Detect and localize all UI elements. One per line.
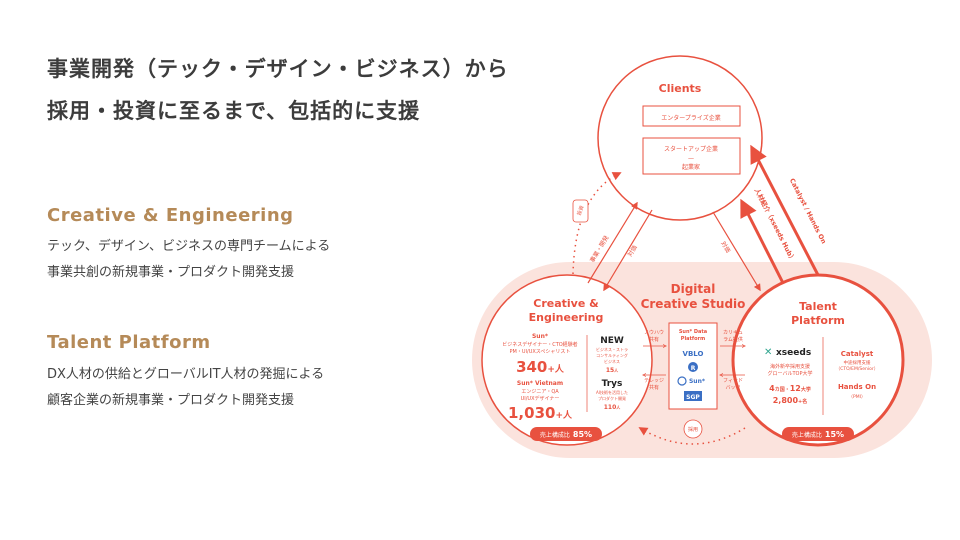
creative-ratio-badge <box>530 427 602 441</box>
label-business-dev: 事業・開発 <box>588 234 610 264</box>
catalyst-label: Catalyst <box>841 350 874 358</box>
data-platform-title-1: Sun* Data <box>679 329 707 335</box>
r-logo: R <box>691 365 696 372</box>
xseeds-count-2: 2,800+名 <box>773 396 808 405</box>
catalyst-desc-2: （CTO/EM/Senior） <box>836 366 879 372</box>
recruiting-badge <box>683 419 703 439</box>
data-platform-title-2: Platform <box>681 336 705 342</box>
sun-logo: Sun* <box>689 378 706 385</box>
tech-label-2: 共有 <box>649 384 659 391</box>
career-label-1: カリキュ <box>723 330 743 336</box>
vietnam-roles-2: UI/UXデザイナー <box>521 395 560 402</box>
investment-label: 投資 <box>576 205 586 217</box>
handson-label: Hands On <box>838 383 876 391</box>
sgp-logo-bg <box>684 391 702 401</box>
xseeds-desc-2: グローバルTOP大学 <box>768 370 813 377</box>
trys-logo: Trys <box>602 379 623 389</box>
label-right-payment: 対価 <box>719 240 732 254</box>
clients-box-enterprise <box>642 105 741 127</box>
xseeds-count-1: 4カ国・12大学 <box>769 384 811 393</box>
arrow-talent-catalyst <box>750 144 820 276</box>
arrow-creative-to-clients <box>587 201 638 284</box>
studio-title-line1: Digital <box>671 282 716 296</box>
creative-title-line1: Creative & <box>533 297 599 310</box>
viblo-logo: VBLO <box>683 350 704 358</box>
talent-title-line1: Talent <box>799 300 837 313</box>
studio-title-line2: Creative Studio <box>641 297 746 311</box>
label-left-payment: 対価 <box>626 244 639 258</box>
talent-ratio-badge <box>782 427 854 441</box>
handson-desc: （PMI） <box>849 394 866 400</box>
label-catalyst-handson: Catalyst / Hands On <box>788 177 828 245</box>
creative-title-line2: Engineering <box>529 311 604 324</box>
vietnam-label: Sun* Vietnam <box>517 380 563 387</box>
section-title-creative: Creative & Engineering <box>47 205 294 226</box>
section-text-creative: テック、デザイン、ビジネスの専門チームによる 事業共創の新規事業・プロダクト開発… <box>47 234 330 286</box>
sun-logo-icon <box>677 376 687 386</box>
feedback-label-2: バック <box>725 385 740 391</box>
vietnam-roles-1: エンジニア・QA <box>521 389 559 395</box>
new-desc-3: ビジネス <box>604 358 620 364</box>
sun-count: 340+人 <box>516 358 565 376</box>
headline-line2: 採用・投資に至るまで、包括的に支援 <box>47 99 421 123</box>
vietnam-count: 1,030+人 <box>508 404 573 422</box>
section-text-line: DX人材の供給とグローバルIT人材の発掘による <box>47 367 325 382</box>
knowhow-label-1: ノウハウ <box>644 329 664 336</box>
talent-title-line2: Platform <box>791 314 845 327</box>
trys-desc-2: プロダクト開発 <box>598 395 626 401</box>
section-text-talent: DX人材の供給とグローバルIT人材の発掘による 顧客企業の新規事業・プロダクト開… <box>47 362 324 414</box>
new-count: 15人 <box>606 367 619 374</box>
recruiting-label: 採用 <box>688 426 698 433</box>
clients-box-founder-label: 起業家 <box>682 163 700 171</box>
knowhow-label-2: 共有 <box>649 336 659 343</box>
section-title-talent: Talent Platform <box>47 332 211 353</box>
sun-roles-1: ビジネスデザイナー・CTO経験者 <box>502 341 577 348</box>
headline-line1: 事業開発（テック・デザイン・ビジネス）から <box>47 57 509 81</box>
arrow-recruiting-dotted <box>638 427 746 445</box>
trys-desc-1: AI技術を活用した <box>596 389 628 395</box>
section-text-line: テック、デザイン、ビジネスの専門チームによる <box>47 239 331 254</box>
feedback-label-1: フィード <box>723 378 743 384</box>
clients-box-startup-label: スタートアップ企業 <box>664 145 718 153</box>
new-desc-2: コンサルティング <box>596 352 628 358</box>
clients-box-startup-sep: — <box>688 155 694 162</box>
xseeds-desc-1: 海外新卒採用支援 <box>770 363 810 370</box>
clients-box-enterprise-label: エンタープライズ企業 <box>661 114 720 122</box>
section-text-line: 事業共創の新規事業・プロダクト開発支援 <box>47 265 295 280</box>
catalyst-desc-1: 中途採用支援 <box>844 359 871 366</box>
clients-box-startup <box>642 137 741 175</box>
trys-count: 110人 <box>604 404 622 411</box>
arrow-talent-xseeds-hub <box>740 198 785 284</box>
tech-label-1: テレッジ <box>644 378 664 384</box>
sun-label: Sun* <box>532 333 549 340</box>
sgp-logo: SGP <box>686 394 700 401</box>
r-logo-icon <box>688 362 698 372</box>
section-text-line: 顧客企業の新規事業・プロダクト開発支援 <box>47 393 295 408</box>
arrow-clients-to-talent <box>712 211 761 292</box>
arrow-clients-to-creative <box>603 209 653 292</box>
career-label-2: ラム提供 <box>723 336 743 343</box>
sun-roles-2: PM・UI/UXスペシャリスト <box>510 349 571 355</box>
clients-title: Clients <box>659 82 702 95</box>
creative-circle <box>481 274 653 446</box>
new-logo: NEW <box>600 336 624 346</box>
investment-badge <box>572 199 589 223</box>
xseeds-icon: ✕ <box>764 347 772 358</box>
new-desc-1: ビジネス・ストラ <box>596 346 628 352</box>
xseeds-logo: xseeds <box>776 348 811 358</box>
